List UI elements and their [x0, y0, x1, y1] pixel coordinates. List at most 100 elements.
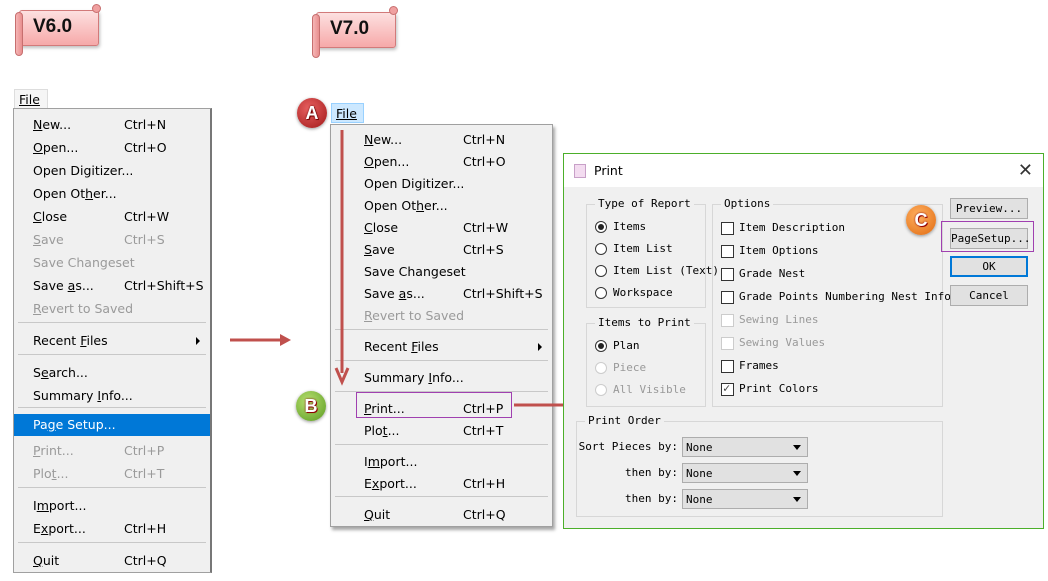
radio-plan[interactable]	[595, 340, 607, 352]
menu-item-page-setup[interactable]: Page Setup...	[14, 414, 210, 436]
checkbox-item-options[interactable]	[721, 245, 734, 258]
group-label: Items to Print	[595, 316, 694, 329]
group-label: Type of Report	[595, 197, 694, 210]
menu-item-shortcut: Ctrl+Q	[463, 507, 506, 522]
radio-workspace[interactable]	[595, 287, 607, 299]
checkbox-label: Grade Points Numbering Nest Info.	[739, 290, 958, 303]
menu-item-import[interactable]: Import...	[331, 451, 552, 473]
menu-item-label: Save	[33, 232, 64, 247]
menu-item-open-digitizer[interactable]: Open Digitizer...	[14, 160, 210, 182]
sort-select[interactable]: None	[682, 489, 808, 509]
menu-item-recent-files[interactable]: Recent Files	[14, 330, 210, 352]
group-label: Options	[721, 197, 774, 210]
v7-file-menu[interactable]: File	[331, 103, 364, 123]
menu-item-label: Open Digitizer...	[33, 163, 134, 178]
radio-label: Items	[613, 220, 647, 233]
badge-b: B	[296, 391, 326, 421]
menu-item-open-other[interactable]: Open Other...	[14, 183, 210, 205]
menu-item-shortcut: Ctrl+W	[463, 220, 509, 235]
menu-item-summary-info[interactable]: Summary Info...	[14, 385, 210, 407]
menu-item-summary-info[interactable]: Summary Info...	[331, 367, 552, 389]
close-icon[interactable]: ✕	[1017, 160, 1033, 181]
menu-item-label: Search...	[33, 365, 88, 380]
menu-separator	[18, 407, 206, 408]
menu-item-label: Import...	[33, 498, 87, 513]
version-banner-v6: V6.0	[15, 4, 101, 56]
menu-item-label: Recent Files	[33, 333, 108, 348]
menu-item-import[interactable]: Import...	[14, 495, 210, 517]
menubar-label: File	[336, 106, 357, 121]
menu-item-export[interactable]: Export...Ctrl+H	[331, 473, 552, 495]
menu-item-revert-to-saved[interactable]: Revert to Saved	[14, 298, 210, 320]
preview-button[interactable]: Preview...	[950, 198, 1028, 219]
radio-label: Plan	[613, 339, 640, 352]
dialog-titlebar: Print ✕	[564, 154, 1043, 187]
menu-item-save-as[interactable]: Save as...Ctrl+Shift+S	[331, 283, 552, 305]
radio-item-list-text[interactable]	[595, 265, 607, 277]
menu-item-shortcut: Ctrl+H	[463, 476, 506, 491]
checkbox-item-description[interactable]	[721, 222, 734, 235]
cancel-button[interactable]: Cancel	[950, 285, 1028, 306]
menu-item-save-as[interactable]: Save as...Ctrl+Shift+S	[14, 275, 210, 297]
menu-item-plot[interactable]: Plot...Ctrl+T	[14, 463, 210, 485]
menu-item-label: Export...	[33, 521, 86, 536]
checkbox-grade-points-numbering-nest-info[interactable]	[721, 291, 734, 304]
radio-item-list[interactable]	[595, 243, 607, 255]
menu-item-label: Open...	[33, 140, 79, 155]
menu-item-recent-files[interactable]: Recent Files	[331, 336, 552, 358]
menu-separator	[335, 444, 548, 445]
menu-item-open[interactable]: Open...Ctrl+O	[331, 151, 552, 173]
menu-separator	[18, 354, 206, 355]
menu-item-new[interactable]: New...Ctrl+N	[14, 114, 210, 136]
menu-item-label: Plot...	[33, 466, 69, 481]
v6-file-menu[interactable]: File	[14, 89, 48, 109]
version-banner-v7: V7.0	[312, 6, 398, 58]
checkbox-frames[interactable]	[721, 360, 734, 373]
menu-item-open[interactable]: Open... Ctrl+O	[14, 137, 210, 159]
checkbox-label: Grade Nest	[739, 267, 806, 280]
menu-item-shortcut: Ctrl+O	[463, 154, 506, 169]
checkbox-print-colors[interactable]	[721, 381, 734, 396]
menubar-label: File	[19, 92, 40, 107]
menu-item-print[interactable]: Print...Ctrl+P	[331, 398, 552, 420]
radio-items[interactable]	[595, 221, 607, 233]
menu-item-shortcut: Ctrl+Q	[124, 553, 167, 568]
menu-item-plot[interactable]: Plot...Ctrl+T	[331, 420, 552, 442]
sort-select[interactable]: None	[682, 463, 808, 483]
radio-all-visible	[595, 384, 607, 396]
checkbox-sewing-lines	[721, 314, 734, 327]
sort-select-value: None	[686, 493, 713, 506]
menu-item-label: Summary Info...	[33, 388, 133, 403]
menu-item-shortcut: Ctrl+W	[124, 209, 170, 224]
menu-item-open-other[interactable]: Open Other...	[331, 195, 552, 217]
menu-item-shortcut: Ctrl+N	[463, 132, 506, 147]
menu-item-open-digitizer[interactable]: Open Digitizer...	[331, 173, 552, 195]
menu-item-save-changeset[interactable]: Save Changeset	[331, 261, 552, 283]
menu-item-new[interactable]: New...Ctrl+N	[331, 129, 552, 151]
checkbox-grade-nest[interactable]	[721, 268, 734, 281]
ok-button[interactable]: OK	[950, 256, 1028, 277]
badge-c: C	[906, 205, 936, 235]
page-setup-button[interactable]: PageSetup...	[950, 228, 1030, 249]
sort-select[interactable]: None	[682, 437, 808, 457]
menu-item-shortcut: Ctrl+Shift+S	[124, 278, 204, 293]
menu-item-revert-to-saved[interactable]: Revert to Saved	[331, 305, 552, 327]
submenu-arrow-icon	[538, 343, 542, 351]
menu-item-label: Import...	[364, 454, 418, 469]
menu-item-export[interactable]: Export... Ctrl+H	[14, 518, 210, 540]
menu-item-save-changeset[interactable]: Save Changeset	[14, 252, 210, 274]
menu-item-print[interactable]: Print...Ctrl+P	[14, 440, 210, 462]
menu-item-label: Open Digitizer...	[364, 176, 465, 191]
menu-item-search[interactable]: Search...	[14, 362, 210, 384]
radio-label: Item List (Text)	[613, 264, 719, 277]
menu-item-shortcut: Ctrl+O	[124, 140, 167, 155]
menu-separator	[18, 487, 206, 488]
menu-item-shortcut: Ctrl+H	[124, 521, 167, 536]
